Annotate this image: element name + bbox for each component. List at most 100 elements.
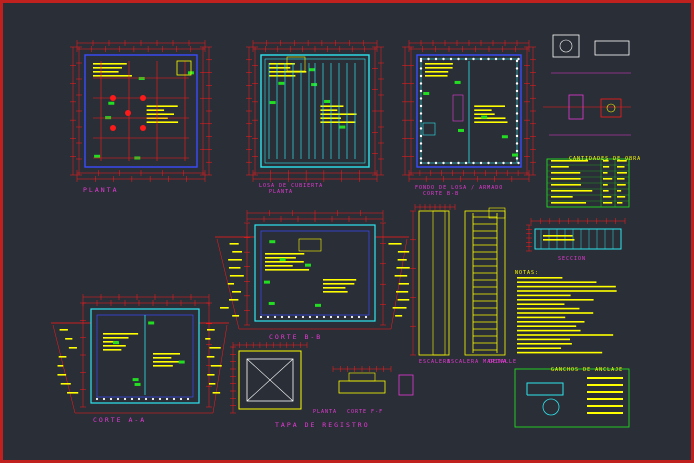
slope-text bbox=[220, 307, 229, 309]
note-line bbox=[517, 338, 571, 341]
annotation-text bbox=[474, 109, 492, 111]
corte-label: CORTE B-B bbox=[423, 191, 460, 197]
ganchos-title: GANCHOS DE ANCLAJE bbox=[551, 367, 624, 373]
table-cell bbox=[617, 190, 622, 192]
rebar-dot bbox=[364, 315, 368, 319]
annotation-text bbox=[323, 287, 346, 289]
table-cell bbox=[603, 190, 609, 192]
rebar-dot bbox=[419, 82, 423, 85]
plan-outline bbox=[416, 54, 522, 168]
rebar-dot bbox=[165, 397, 169, 401]
slope-text bbox=[68, 347, 77, 349]
detail-sketch-1 bbox=[552, 34, 580, 58]
annotation-text bbox=[265, 261, 304, 263]
rebar-dot bbox=[517, 161, 520, 165]
annotation-text bbox=[543, 235, 573, 237]
annotation-text bbox=[474, 105, 505, 107]
table-cell bbox=[603, 178, 613, 180]
slope-text bbox=[397, 299, 410, 301]
annotation-text bbox=[474, 121, 508, 123]
table-cell bbox=[617, 166, 625, 168]
note-line bbox=[517, 334, 614, 336]
annotation-text bbox=[93, 63, 127, 65]
detail-circle bbox=[559, 39, 573, 53]
green-callout bbox=[304, 263, 311, 267]
rebar-dot bbox=[502, 57, 505, 61]
slope-text bbox=[232, 291, 241, 293]
slope-text bbox=[396, 291, 409, 293]
tapa-label: TAPA DE REGISTRO bbox=[275, 421, 370, 429]
annotation-text bbox=[543, 239, 575, 241]
rebar-dot bbox=[116, 397, 120, 401]
green-callout bbox=[178, 360, 185, 364]
rebar-dot bbox=[158, 397, 162, 401]
slope-text bbox=[396, 267, 410, 269]
pile-mark bbox=[110, 125, 116, 131]
green-callout bbox=[423, 92, 430, 96]
table-cell bbox=[617, 184, 626, 186]
note-line bbox=[517, 285, 616, 288]
slope-text bbox=[212, 392, 221, 394]
excavation-edge-a bbox=[51, 322, 229, 404]
annotation-text bbox=[103, 345, 126, 347]
rebar-dot bbox=[509, 57, 513, 61]
note-line bbox=[517, 343, 572, 345]
escalera2-label: ESCALERA MARINA bbox=[447, 359, 508, 365]
annotation-text bbox=[265, 269, 310, 271]
green-callout bbox=[105, 116, 112, 120]
annotation-text bbox=[146, 113, 175, 115]
rebar-dot bbox=[457, 57, 460, 61]
rebar-dot bbox=[308, 315, 312, 319]
rebar-dot bbox=[151, 397, 155, 401]
rebar-dot bbox=[449, 161, 453, 165]
ganchos-text bbox=[587, 384, 623, 386]
excavation-slope-a bbox=[52, 324, 228, 414]
rebar-dot bbox=[464, 57, 468, 61]
rebar-dot bbox=[287, 315, 291, 319]
rebar-dot bbox=[515, 157, 519, 160]
annotation-text bbox=[425, 63, 453, 65]
ladder-wall bbox=[418, 210, 450, 356]
pile-mark bbox=[125, 110, 131, 116]
slope-text bbox=[392, 307, 407, 309]
ladder-cap bbox=[488, 207, 506, 219]
rebar-dot bbox=[419, 59, 423, 63]
manhole-section bbox=[298, 238, 322, 252]
rebar-dot bbox=[419, 97, 423, 100]
green-callout bbox=[311, 83, 318, 87]
rebar-dot bbox=[419, 74, 423, 78]
ganchos-text bbox=[587, 412, 623, 414]
slope-text bbox=[398, 283, 409, 285]
slope-text bbox=[206, 356, 215, 358]
annotation-text bbox=[153, 361, 182, 363]
table-cell bbox=[617, 196, 626, 198]
note-line bbox=[517, 294, 571, 297]
table-cell bbox=[551, 172, 581, 174]
slope-text bbox=[58, 356, 67, 358]
table-cell bbox=[603, 196, 612, 198]
table-title: CANTIDADES DE OBRA bbox=[569, 156, 642, 162]
note-line bbox=[517, 329, 581, 332]
slope-text bbox=[207, 374, 215, 376]
slope-text bbox=[60, 383, 71, 385]
annotation-text bbox=[474, 113, 495, 115]
rebar-dot bbox=[515, 149, 519, 153]
annotation-text bbox=[320, 109, 338, 111]
slope-text bbox=[205, 338, 211, 340]
annotation-text bbox=[103, 337, 129, 339]
annotation-text bbox=[153, 357, 172, 359]
slope-text bbox=[395, 315, 403, 317]
rebar-dot bbox=[419, 127, 423, 130]
annotation-text bbox=[425, 67, 453, 69]
annotation-text bbox=[265, 253, 305, 255]
annotation-text bbox=[153, 353, 181, 355]
rebar-dot bbox=[273, 315, 277, 319]
note-line bbox=[517, 321, 585, 323]
green-callout bbox=[324, 99, 331, 103]
excavation-slope bbox=[216, 238, 408, 330]
rebar-dot bbox=[336, 315, 340, 319]
slope-text bbox=[388, 243, 402, 245]
annotation-text bbox=[425, 75, 448, 77]
fondo-label: FONDO DE LOSA / ARMADO bbox=[415, 185, 504, 191]
table-cell bbox=[603, 166, 610, 168]
